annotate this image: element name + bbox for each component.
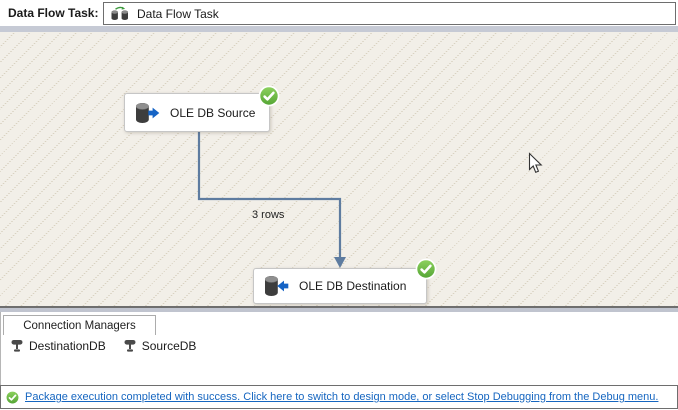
ole-db-destination-icon: [265, 276, 289, 296]
node-label: OLE DB Source: [170, 105, 256, 120]
success-check-icon: [5, 389, 20, 405]
data-flow-path[interactable]: [0, 32, 678, 307]
node-ole-db-destination[interactable]: OLE DB Destination: [253, 268, 427, 304]
connection-managers-panel: Connection Managers DestinationDB Source…: [0, 312, 678, 385]
data-flow-toolbar: Data Flow Task: Data Flow Task: [0, 0, 678, 26]
data-flow-task-selector[interactable]: Data Flow Task: [103, 2, 676, 25]
panel-splitter[interactable]: [0, 306, 678, 312]
connection-manager-icon: [11, 340, 23, 352]
toolbar-divider: [0, 26, 678, 32]
mouse-cursor-icon: [528, 152, 543, 174]
connection-managers-tab-label: Connection Managers: [23, 319, 136, 332]
tab-connection-managers[interactable]: Connection Managers: [3, 315, 156, 335]
success-check-icon: [258, 85, 280, 107]
connection-manager-label: DestinationDB: [29, 339, 106, 353]
execution-status-bar: Package execution completed with success…: [0, 385, 678, 409]
node-label: OLE DB Destination: [299, 279, 407, 293]
connection-manager-label: SourceDB: [141, 339, 197, 353]
connection-manager-destinationdb[interactable]: DestinationDB: [11, 339, 106, 353]
connection-manager-sourcedb[interactable]: SourceDB: [124, 339, 197, 353]
ole-db-source-icon: [136, 102, 160, 123]
data-flow-task-label: Data Flow Task:: [8, 6, 99, 20]
row-count-label: 3 rows: [252, 209, 285, 221]
execution-status-link[interactable]: Package execution completed with success…: [25, 391, 659, 403]
data-flow-task-icon: [111, 6, 128, 20]
connection-managers-list: DestinationDB SourceDB: [11, 339, 214, 353]
data-flow-task-selector-value: Data Flow Task: [137, 6, 219, 21]
success-check-icon: [415, 258, 437, 280]
connection-manager-icon: [124, 340, 136, 352]
node-ole-db-source[interactable]: OLE DB Source: [124, 93, 270, 132]
data-flow-canvas: 3 rows OLE DB Source: [0, 32, 678, 307]
